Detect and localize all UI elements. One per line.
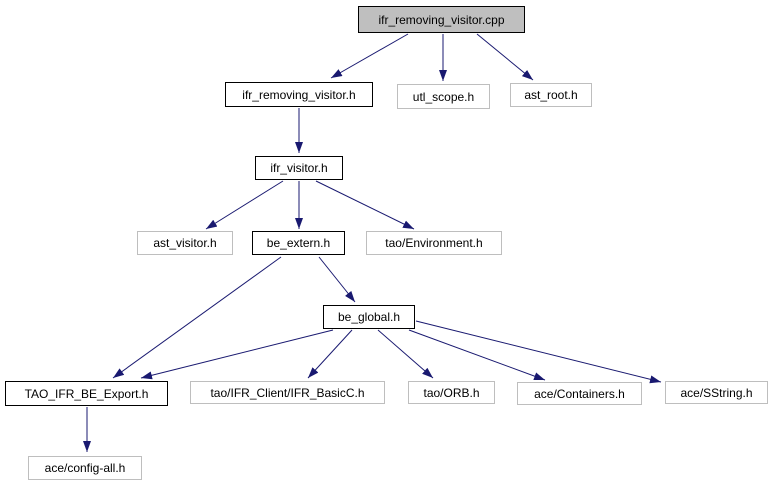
node-ast-root-h: ast_root.h — [510, 83, 592, 107]
node-tao-ifr-client-ifr-basicc-h: tao/IFR_Client/IFR_BasicC.h — [190, 381, 385, 404]
node-be-global-h[interactable]: be_global.h — [323, 305, 415, 329]
node-tao-ifr-be-export-h[interactable]: TAO_IFR_BE_Export.h — [5, 381, 168, 406]
edge-ifrv--taoenv — [315, 180, 415, 230]
edge-beglob--acecont — [408, 329, 546, 381]
node-ifr-removing-visitor-cpp: ifr_removing_visitor.cpp — [358, 6, 525, 33]
edge-beglob--ifrbasic — [307, 329, 353, 379]
edge-cpp--astroot — [476, 33, 534, 81]
edge-beglob--acesstr — [415, 320, 662, 384]
edge-ifrv--astv — [205, 180, 284, 230]
node-tao-environment-h: tao/Environment.h — [366, 231, 502, 255]
node-ace-containers-h: ace/Containers.h — [517, 382, 642, 405]
node-ast-visitor-h: ast_visitor.h — [137, 231, 233, 255]
node-ifr-visitor-h[interactable]: ifr_visitor.h — [255, 156, 343, 180]
node-ifr-removing-visitor-h[interactable]: ifr_removing_visitor.h — [225, 82, 373, 107]
node-be-extern-h[interactable]: be_extern.h — [252, 231, 345, 255]
node-tao-orb-h: tao/ORB.h — [408, 381, 495, 404]
edge-cpp--irvh — [330, 33, 409, 79]
edge-beglob--taoexp — [140, 329, 334, 380]
node-utl-scope-h: utl_scope.h — [397, 84, 490, 109]
edge-beglob--taoorb — [377, 329, 434, 379]
edge-beext--beglob — [318, 256, 356, 303]
node-ace-config-all-h: ace/config-all.h — [28, 456, 142, 480]
node-ace-sstring-h: ace/SString.h — [665, 381, 768, 404]
edge-beext--taoexp — [112, 256, 282, 379]
